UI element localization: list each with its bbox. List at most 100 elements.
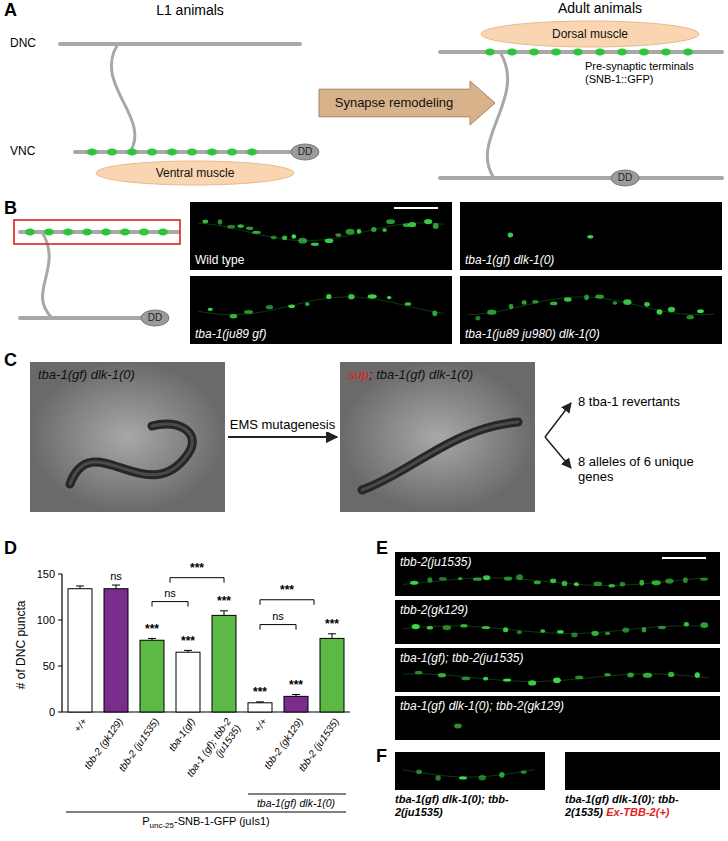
- gfp-punctum: [483, 575, 490, 580]
- gfp-punctum: [604, 673, 611, 676]
- panel-letter: F: [376, 746, 387, 767]
- gfp-punctum: [288, 305, 295, 309]
- gfp-punctum: [665, 578, 673, 583]
- gfp-punctum: [605, 632, 611, 635]
- bar: [248, 703, 272, 712]
- gfp-punctum: [644, 302, 650, 307]
- panel-letter: E: [376, 538, 388, 559]
- edge-label: EMS mutagenesis: [230, 417, 336, 432]
- bar-chart: [58, 574, 350, 812]
- error-bar: [148, 638, 156, 640]
- error-bar: [76, 586, 84, 589]
- node-text: ; tba-1(gf) dlk-1(0): [369, 367, 473, 382]
- gfp-punctum: [503, 627, 508, 632]
- gfp-punctum: [298, 238, 307, 244]
- image-ground: [460, 202, 722, 270]
- gfp-punctum: [458, 577, 463, 580]
- gfp-punctum: [335, 233, 341, 236]
- figure-part: [87, 149, 97, 156]
- figure-part: [529, 49, 539, 56]
- gfp-punctum: [459, 776, 467, 779]
- figure-part: [187, 149, 197, 156]
- gfp-punctum: [587, 235, 593, 239]
- gfp-punctum: [487, 310, 496, 315]
- significance-mark: ***: [217, 595, 231, 609]
- gfp-punctum: [684, 622, 689, 626]
- node-text: Dorsal muscle: [552, 27, 628, 41]
- gfp-punctum: [516, 574, 523, 580]
- node-text: tba-1(gf) dlk-1(0); tbb-2(ju1535): [395, 793, 509, 818]
- gfp-punctum: [550, 302, 557, 306]
- axis-title: # of DNC puncta: [15, 601, 29, 690]
- connectors: [228, 437, 337, 438]
- neurite: [198, 223, 444, 241]
- neurite: [403, 770, 535, 777]
- gfp-punctum: [593, 582, 602, 587]
- gfp-punctum: [516, 631, 522, 635]
- text-holder: sup; tba-1(gf) dlk-1(0): [348, 367, 473, 383]
- screen-result: 8 alleles of 6 unique genes: [578, 455, 718, 485]
- bar: [104, 589, 128, 712]
- gfp-punctum: [325, 238, 334, 243]
- text-holder: tba-1(gf); tbb-2(ju1535): [398, 651, 525, 665]
- highlight-box: [14, 220, 180, 244]
- figure-part: [20, 316, 160, 320]
- gfp-punctum: [346, 229, 355, 235]
- micrograph-panel: tba-1(gf) dlk-1(0); tbb-2(ju1535): [395, 752, 545, 819]
- gfp-punctum: [412, 624, 420, 629]
- figure-part: [487, 52, 507, 178]
- gfp-punctum: [408, 222, 416, 227]
- panel-letter: D: [4, 538, 17, 559]
- figure-part: [545, 403, 571, 437]
- gfp-punctum: [639, 580, 644, 586]
- node-shape: [340, 362, 535, 512]
- image-ground: [190, 202, 452, 270]
- gfp-punctum: [202, 220, 208, 224]
- text-holder: Synapse remodeling: [335, 95, 454, 111]
- gfp-punctum: [571, 633, 577, 638]
- dd-neuron-body: DD: [610, 169, 640, 187]
- figure-part: [44, 229, 54, 236]
- gfp-punctum: [652, 580, 661, 585]
- significance-mark: ***: [289, 679, 303, 693]
- figure-part: [485, 49, 495, 56]
- muscle-ellipse: Ventral muscle: [95, 160, 295, 186]
- axis-tick: [58, 620, 62, 621]
- gfp-punctum: [292, 234, 297, 239]
- gfp-punctum: [386, 219, 395, 224]
- reporter-label: P: [142, 815, 149, 828]
- image-ground: [190, 276, 452, 344]
- connector-arrow: [228, 436, 337, 438]
- synaptic-puncta: [25, 229, 168, 236]
- gfp-punctum: [613, 301, 618, 305]
- figure-part: [111, 44, 135, 152]
- figure-part: [683, 49, 693, 56]
- process-arrow: Synapse remodeling: [318, 80, 496, 126]
- synaptic-puncta: [485, 49, 693, 56]
- gfp-punctum: [683, 577, 688, 583]
- gfp-punctum: [509, 304, 514, 309]
- error-bar: [112, 585, 120, 589]
- figure-part: [573, 49, 583, 56]
- significance-bracket: [260, 625, 296, 630]
- micrograph-panel: tba-1(gf) dlk-1(0); tbb-2(gk129): [395, 696, 720, 740]
- image-ground: [395, 552, 720, 596]
- gfp-punctum: [504, 576, 512, 580]
- gfp-punctum: [368, 294, 377, 298]
- panel-letter: C: [4, 350, 17, 371]
- group-line: [66, 812, 346, 813]
- figure-part: [207, 149, 217, 156]
- gfp-punctum: [482, 626, 491, 629]
- gfp-punctum: [657, 309, 663, 314]
- gfp-punctum: [595, 294, 604, 298]
- figure-part: [82, 229, 92, 236]
- node-text: tba-1(ju89 ju980) dlk-1(0): [465, 327, 600, 341]
- image-ground: [460, 276, 722, 344]
- stage-title: L1 animals: [156, 2, 224, 18]
- gfp-punctum: [237, 224, 244, 228]
- structure-note: Pre-synaptic terminals (SNB-1::GFP): [585, 60, 720, 85]
- figure-part: [60, 42, 300, 46]
- node-text: Ventral muscle: [156, 166, 235, 180]
- axis-tick: [58, 712, 62, 713]
- text-holder: tba-1(ju89 gf): [193, 327, 268, 341]
